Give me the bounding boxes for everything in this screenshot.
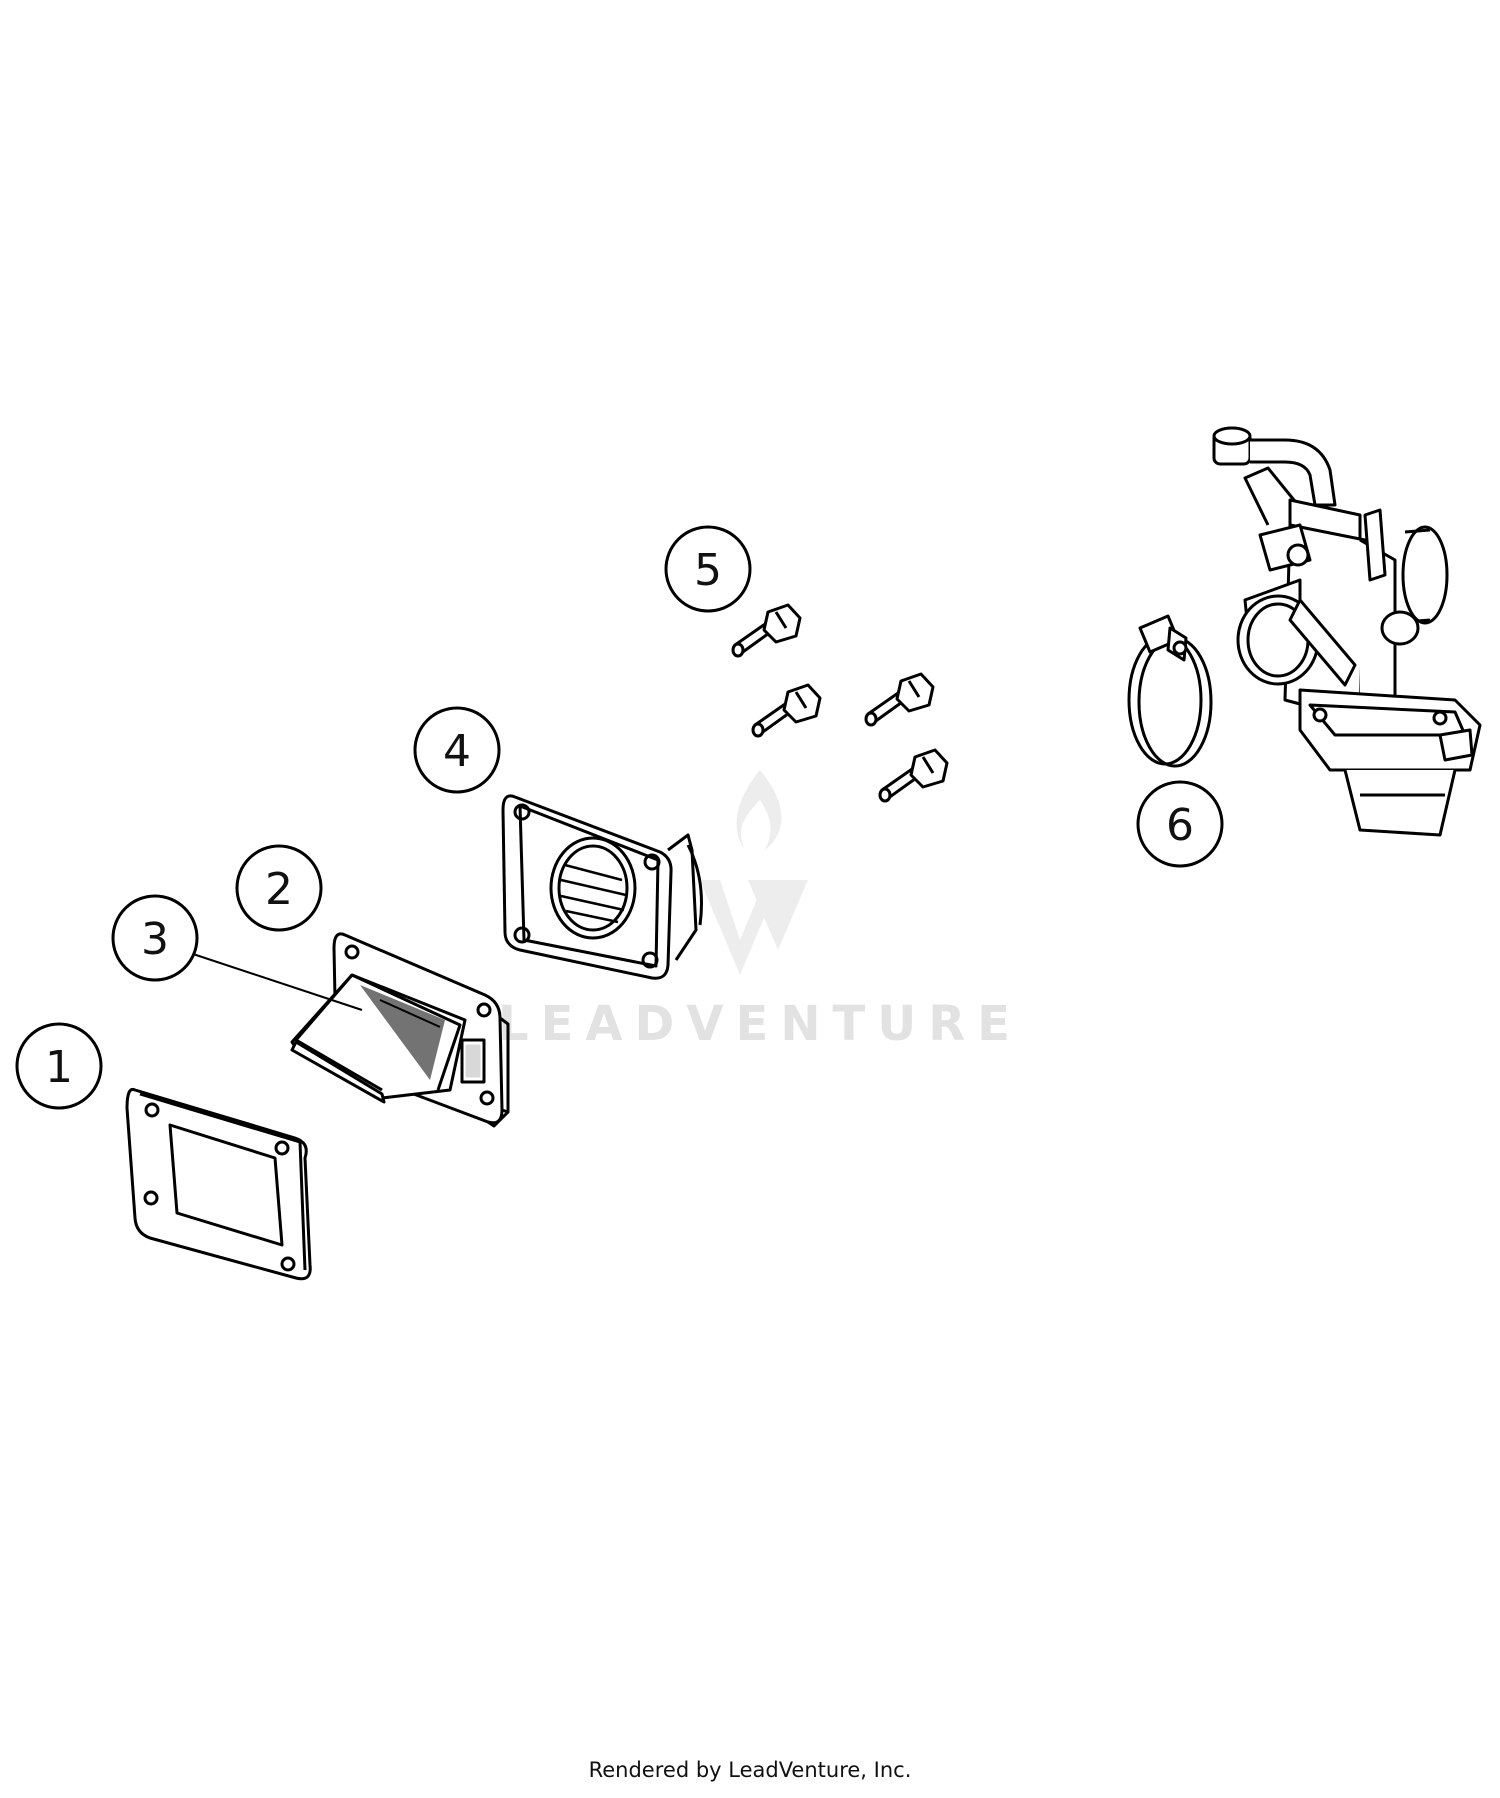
callout-number: 5 [694,545,722,596]
bolt-2 [751,683,822,738]
callout-4: 4 [413,706,501,794]
reed-petals-part [290,973,467,1104]
callout-5: 5 [664,525,752,613]
callout-3: 3 [111,894,199,982]
callout-number: 4 [443,726,471,777]
bolt-3 [864,672,935,727]
callout-1: 1 [15,1022,103,1110]
hose-clamp-part [1127,614,1213,768]
watermark-text: LEADVENTURE [498,996,1022,1052]
bolts-part [731,603,949,803]
callout-2: 2 [235,844,323,932]
carburetor-part [1212,426,1482,837]
callout-number: 1 [45,1042,73,1093]
leader-line-3 [189,952,363,1011]
watermark-logo [700,770,808,975]
bolt-1 [731,603,802,658]
bolt-4 [878,748,949,803]
callout-number: 6 [1166,800,1194,851]
callout-number: 3 [141,914,169,965]
footer-credit: Rendered by LeadVenture, Inc. [588,1758,912,1782]
callout-number: 2 [265,864,293,915]
intake-flange-part [501,794,703,980]
gasket-part [125,1087,312,1281]
callout-6: 6 [1136,780,1224,868]
